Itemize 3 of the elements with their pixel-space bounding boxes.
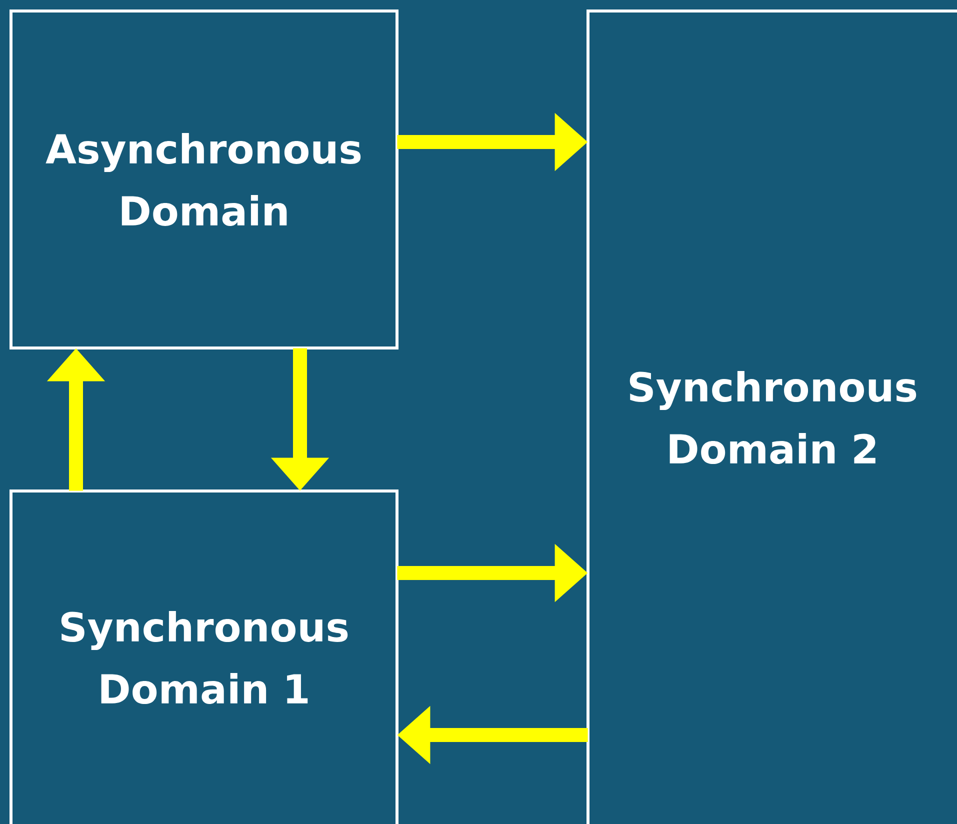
domain-box: Synchronous Domain 1 [10, 490, 398, 824]
domain-box: Synchronous Domain 2 [586, 10, 957, 824]
domain-box: Asynchronous Domain [10, 10, 398, 350]
